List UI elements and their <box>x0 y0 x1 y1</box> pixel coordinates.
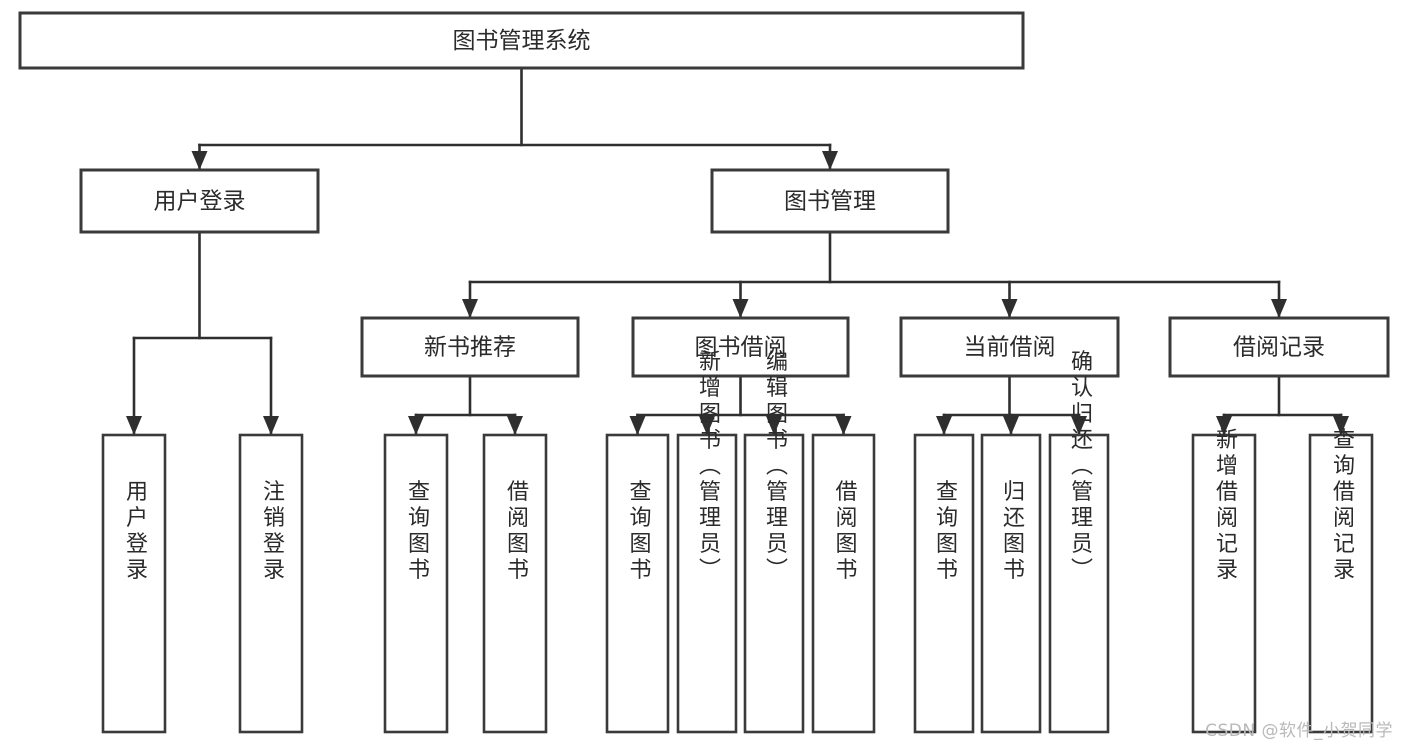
node-borrow-record[interactable]: 借阅记录 <box>1168 316 1390 378</box>
arrow-head-icon <box>835 416 852 435</box>
arrow-head-icon <box>1216 416 1232 435</box>
node-label-bb-edit-book: 编辑图书（管理员） <box>762 350 788 584</box>
arrow-head-icon <box>408 416 424 435</box>
csdn-watermark: CSDN @软件_小贺同学 <box>1205 721 1393 741</box>
node-label-user-login: 用户登录 <box>154 189 246 215</box>
arrow-head-icon <box>462 299 478 318</box>
arrow-head-icon <box>263 416 279 435</box>
node-box-current-borrow <box>899 316 1120 378</box>
node-box-bb-query-book <box>605 433 670 734</box>
node-label-root: 图书管理系统 <box>453 28 591 54</box>
node-user-login[interactable]: 用户登录 <box>79 168 320 234</box>
node-label-current-borrow: 当前借阅 <box>964 335 1056 361</box>
node-br-add-record[interactable]: 新增借阅记录 <box>1191 428 1257 734</box>
node-label-bb-query-book: 查询图书 <box>626 480 652 584</box>
node-label-book-borrow: 图书借阅 <box>695 335 787 361</box>
node-bb-add-book[interactable]: 新增图书（管理员） <box>676 350 738 734</box>
node-bb-edit-book[interactable]: 编辑图书（管理员） <box>743 350 805 734</box>
node-bb-borrow-book[interactable]: 借阅图书 <box>811 433 876 734</box>
node-label-cb-confirm-return: 确认归还（管理员） <box>1067 350 1093 584</box>
node-nbr-query-book[interactable]: 查询图书 <box>383 433 449 734</box>
node-box-nbr-query-book <box>383 433 449 734</box>
node-box-bb-add-book <box>676 433 738 734</box>
arrow-head-icon <box>936 416 952 435</box>
node-label-bb-add-book: 新增图书（管理员） <box>695 350 721 584</box>
node-label-cb-return-book: 归还图书 <box>999 480 1025 584</box>
arrow-head-icon <box>629 416 646 435</box>
node-label-nbr-borrow-book: 借阅图书 <box>503 480 529 584</box>
node-book-manage[interactable]: 图书管理 <box>710 168 950 234</box>
connector-edges <box>126 66 1349 437</box>
node-br-query-record[interactable]: 查询借阅记录 <box>1308 428 1374 734</box>
node-root[interactable]: 图书管理系统 <box>18 11 1025 70</box>
node-book-borrow[interactable]: 图书借阅 <box>631 316 850 378</box>
arrow-head-icon <box>1003 416 1019 435</box>
node-box-user-login-leaf <box>101 433 167 734</box>
node-box-bb-borrow-book <box>811 433 876 734</box>
node-label-user-login-leaf: 用户登录 <box>122 480 148 584</box>
node-new-book-recommend[interactable]: 新书推荐 <box>360 316 580 378</box>
node-label-bb-borrow-book: 借阅图书 <box>832 480 858 584</box>
arrow-head-icon <box>822 151 838 170</box>
node-cb-confirm-return[interactable]: 确认归还（管理员） <box>1048 350 1110 734</box>
node-label-cb-query-book: 查询图书 <box>932 480 958 584</box>
node-box-book-manage <box>710 168 950 234</box>
arrow-head-icon <box>1071 416 1087 435</box>
node-label-br-query-record: 查询借阅记录 <box>1329 428 1355 584</box>
node-label-new-book-recommend: 新书推荐 <box>424 335 516 361</box>
node-box-bb-edit-book <box>743 433 805 734</box>
node-box-br-add-record <box>1191 433 1257 734</box>
node-cb-query-book[interactable]: 查询图书 <box>913 433 975 734</box>
arrow-head-icon <box>191 151 208 170</box>
arrow-head-icon <box>126 416 142 435</box>
node-nbr-borrow-book[interactable]: 借阅图书 <box>482 433 548 734</box>
arrow-head-icon <box>766 416 782 435</box>
node-box-user-login <box>79 168 320 234</box>
node-boxes: 新书推荐图书借阅当前借阅借阅记录用户登录图书管理图书管理系统用户登录注销登录查询… <box>18 11 1390 734</box>
node-box-cb-return-book <box>980 433 1042 734</box>
node-label-br-add-record: 新增借阅记录 <box>1212 428 1238 584</box>
arrow-head-icon <box>1001 299 1018 318</box>
node-box-borrow-record <box>1168 316 1390 378</box>
node-bb-query-book[interactable]: 查询图书 <box>605 433 670 734</box>
node-label-book-manage: 图书管理 <box>784 189 876 215</box>
node-cb-return-book[interactable]: 归还图书 <box>980 433 1042 734</box>
node-user-logout-leaf[interactable]: 注销登录 <box>238 433 304 734</box>
node-box-cb-query-book <box>913 433 975 734</box>
node-box-cb-confirm-return <box>1048 433 1110 734</box>
node-user-login-leaf[interactable]: 用户登录 <box>101 433 167 734</box>
node-box-book-borrow <box>631 316 850 378</box>
arrow-head-icon <box>699 416 715 435</box>
node-box-new-book-recommend <box>360 316 580 378</box>
arrow-head-icon <box>507 416 523 435</box>
node-label-nbr-query-book: 查询图书 <box>404 480 430 584</box>
arrow-head-icon <box>732 299 749 318</box>
arrow-head-icon <box>1271 299 1287 318</box>
node-label-borrow-record: 借阅记录 <box>1233 335 1325 361</box>
node-label-user-logout-leaf: 注销登录 <box>259 480 285 584</box>
node-box-user-logout-leaf <box>238 433 304 734</box>
node-box-br-query-record <box>1308 433 1374 734</box>
arrow-head-icon <box>1333 416 1349 435</box>
node-current-borrow[interactable]: 当前借阅 <box>899 316 1120 378</box>
node-box-nbr-borrow-book <box>482 433 548 734</box>
node-box-root <box>18 11 1025 70</box>
